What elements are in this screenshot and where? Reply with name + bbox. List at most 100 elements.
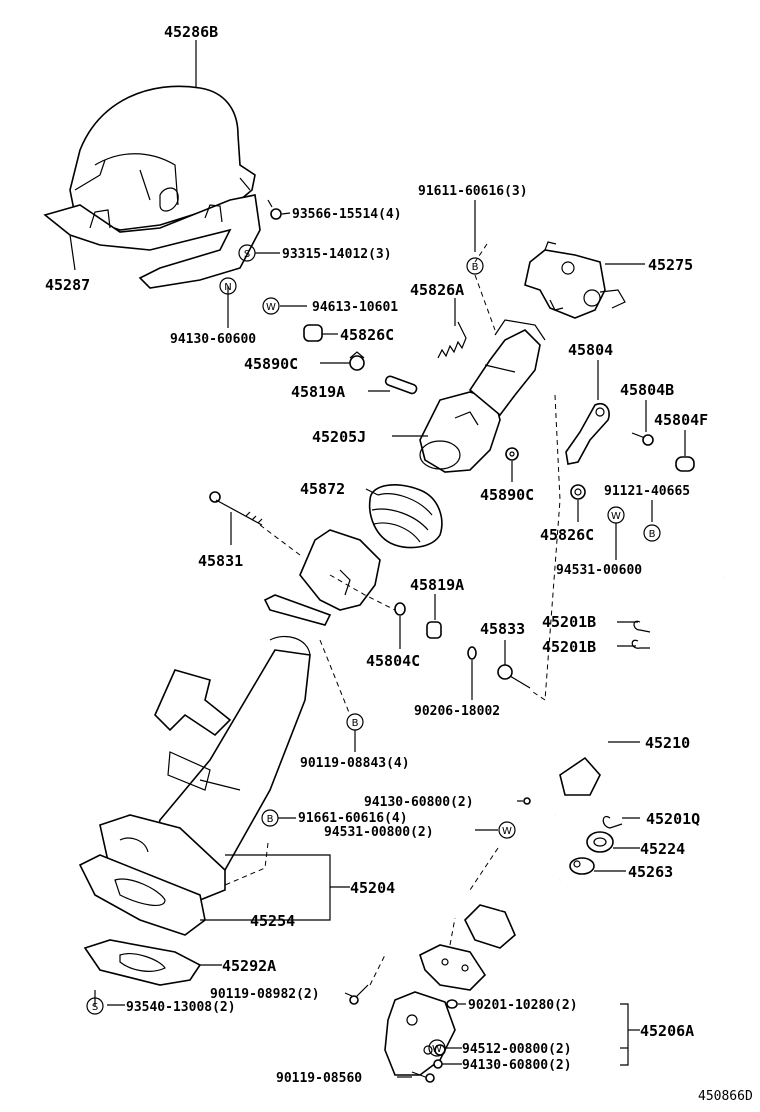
part-label-45204: 45204	[350, 879, 395, 897]
tilt-bracket-drawing	[263, 529, 381, 626]
column-upper-45205J-drawing	[419, 319, 546, 473]
clip-45201Q-drawing	[602, 816, 623, 829]
circle-mark-S-1: S	[238, 244, 256, 262]
cap-45804F-drawing	[675, 456, 695, 472]
leader-lines	[69, 40, 686, 1078]
circle-mark-B-4: B	[261, 809, 279, 827]
part-label-90119-08982: 90119-08982(2)	[210, 987, 320, 1002]
upper-column-cover-drawing	[69, 85, 256, 231]
svg-text:B: B	[267, 814, 274, 825]
circle-mark-B-2: B	[643, 524, 661, 542]
lower-column-cover-drawing	[43, 177, 261, 289]
washer-90201-drawing	[446, 999, 458, 1009]
part-label-94613: 94613-10601	[312, 300, 398, 315]
part-label-45206A: 45206A	[640, 1022, 694, 1040]
part-labels: 45286B 45287 93566-15514(4) 93315-14012(…	[45, 23, 753, 1104]
part-label-45201Q: 45201Q	[646, 810, 700, 828]
bolt-90119-08982-drawing	[349, 984, 369, 1005]
washer-90206-drawing	[467, 646, 477, 660]
part-label-45224: 45224	[640, 840, 685, 858]
svg-text:B: B	[649, 529, 656, 540]
nut-94130-60800-drawing	[523, 797, 531, 805]
bushing-45224-drawing	[586, 831, 614, 853]
circle-mark-B-3: B	[346, 713, 364, 731]
clip-45263-drawing	[569, 857, 595, 875]
column-tube-45204-drawing	[99, 635, 311, 901]
part-label-93315: 93315-14012(3)	[282, 247, 392, 262]
svg-text:W: W	[502, 826, 512, 837]
part-label-90119-08560: 90119-08560	[276, 1071, 362, 1086]
part-label-94531-00800: 94531-00800(2)	[324, 825, 434, 840]
clip-45201B-2-drawing	[631, 639, 650, 649]
part-label-45292A: 45292A	[222, 957, 276, 975]
part-label-45205J: 45205J	[312, 428, 366, 446]
circle-mark-W-3: W	[498, 821, 516, 839]
part-label-45275: 45275	[648, 256, 693, 274]
bolt-45831-drawing	[209, 491, 263, 526]
part-label-91611: 91611-60616(3)	[418, 184, 528, 199]
svg-text:N: N	[224, 282, 231, 293]
part-label-45819A-2: 45819A	[410, 576, 464, 594]
switch-45275-drawing	[524, 241, 626, 319]
screw-93566-drawing	[267, 199, 282, 220]
nut-94130-drawing	[433, 1059, 443, 1069]
washer-45804C-drawing	[394, 602, 406, 616]
diagram-id: 450866D	[698, 1089, 753, 1104]
part-label-45826A: 45826A	[410, 281, 464, 299]
part-label-45890C: 45890C	[244, 355, 298, 373]
pin-45819A-small-drawing	[426, 621, 442, 639]
part-label-45831: 45831	[198, 552, 243, 570]
part-label-93566: 93566-15514(4)	[292, 207, 402, 222]
part-label-45804B: 45804B	[620, 381, 674, 399]
svg-text:W: W	[432, 1044, 442, 1055]
circle-mark-N: N	[219, 277, 237, 295]
clip-45201B-drawing	[633, 620, 651, 633]
boot-45872-drawing	[368, 484, 443, 549]
part-label-45804F: 45804F	[654, 411, 708, 429]
svg-text:B: B	[472, 262, 479, 273]
part-label-91661: 91661-60616(4)	[298, 811, 408, 826]
part-label-45263: 45263	[628, 863, 673, 881]
part-label-94531-00600: 94531-00600	[556, 563, 642, 578]
part-label-90206: 90206-18002	[414, 704, 500, 719]
part-label-45286B: 45286B	[164, 23, 218, 41]
part-label-45210: 45210	[645, 734, 690, 752]
part-label-45201B: 45201B	[542, 613, 596, 631]
nut-45890C-small-drawing	[505, 447, 519, 461]
gasket-45292A-drawing	[83, 939, 202, 986]
part-label-45890C-2: 45890C	[480, 486, 534, 504]
part-label-45826C: 45826C	[340, 326, 394, 344]
part-label-94130-60800-2: 94130-60800(2)	[462, 1058, 572, 1073]
spring-45826A-drawing	[437, 321, 467, 359]
part-label-90201: 90201-10280(2)	[468, 998, 578, 1013]
part-label-45872: 45872	[300, 480, 345, 498]
bolt-90119-08560-drawing	[411, 1071, 435, 1083]
svg-text:W: W	[611, 511, 621, 522]
circle-mark-B-1: B	[466, 257, 484, 275]
circle-mark-W-4: W	[428, 1039, 446, 1057]
circle-mark-W-1: W	[262, 297, 280, 315]
svg-text:W: W	[266, 302, 276, 313]
part-label-45804C: 45804C	[366, 652, 420, 670]
part-label-91121: 91121-40665	[604, 484, 690, 499]
circle-mark-W-2: W	[607, 506, 625, 524]
part-label-45819A: 45819A	[291, 383, 345, 401]
part-label-94130-60600: 94130-60600	[170, 332, 256, 347]
part-label-90119-08843: 90119-08843(4)	[300, 756, 410, 771]
part-label-45254: 45254	[250, 912, 295, 930]
svg-text:B: B	[352, 718, 359, 729]
pin-45819A-drawing	[384, 375, 418, 395]
part-label-45826C-2: 45826C	[540, 526, 594, 544]
lever-45804-drawing	[565, 402, 610, 465]
bolt-45804B-drawing	[631, 432, 654, 446]
bolt-45833-drawing	[497, 664, 531, 689]
part-label-45201B-2: 45201B	[542, 638, 596, 656]
part-label-94512: 94512-00800(2)	[462, 1042, 572, 1057]
part-label-93540: 93540-13008(2)	[126, 1000, 236, 1015]
nut-45890C-drawing	[349, 351, 365, 371]
bushing-45826C-small-drawing	[570, 484, 586, 500]
part-label-45804: 45804	[568, 341, 613, 359]
joint-45206A-drawing	[384, 944, 487, 1076]
svg-text:S: S	[244, 249, 250, 260]
